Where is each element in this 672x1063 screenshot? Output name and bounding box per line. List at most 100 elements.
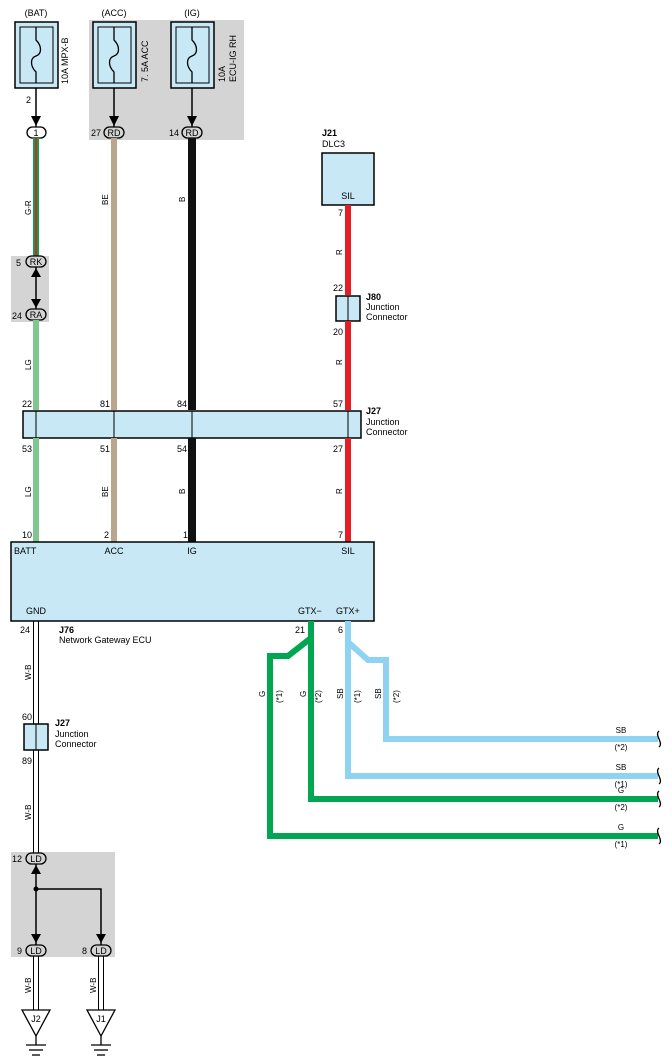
- acc-label: (ACC): [102, 8, 127, 18]
- out-2-wire: SB: [616, 763, 627, 772]
- wire-wb-lower: [33, 750, 39, 853]
- j21-pin: 7: [338, 208, 343, 218]
- wire-wb-right-label: W-B: [89, 978, 98, 993]
- ecu-pin-top-3: 1: [183, 530, 188, 540]
- wire-g-1: [267, 621, 658, 839]
- bat-fuse-pin: 2: [26, 95, 31, 105]
- j27-pin-bot-1: 53: [22, 444, 32, 454]
- wire-lg-bot: [33, 438, 39, 542]
- arrow-down-icon: [31, 299, 41, 308]
- ld-right-connector: [90, 944, 112, 957]
- wire-sb-1: [345, 621, 658, 779]
- ig-fuse-line2: ECU-IG RH: [228, 35, 238, 82]
- arrow-down-icon: [96, 934, 106, 943]
- wire-wb-left: [33, 956, 39, 1010]
- ld-left-num: 9: [17, 946, 22, 956]
- wire-be-bot: [111, 438, 117, 542]
- ig-connector-code: RD: [186, 128, 199, 138]
- ld-shade: [11, 852, 115, 957]
- wire-sb2-note: (*2): [392, 690, 401, 703]
- arrow-up-icon: [31, 268, 41, 277]
- wire-r-bot: [345, 438, 351, 542]
- j21-dlc3-box: [321, 152, 375, 206]
- ecu-name: Network Gateway ECU: [59, 635, 152, 645]
- wire-r-top: [345, 205, 351, 295]
- wire-be-bot-label: BE: [101, 486, 110, 497]
- wire-lg-bot-label: LG: [24, 486, 33, 497]
- ecu-pin-top-2: 2: [104, 530, 109, 540]
- ecu-id: J76: [59, 625, 74, 635]
- wire-g-2: [308, 621, 658, 802]
- wire-wb-left-label: W-B: [24, 978, 33, 993]
- j27s-line1: Junction: [55, 729, 89, 739]
- out-4-wire: G: [618, 823, 624, 832]
- wire-break-icon: [656, 767, 662, 785]
- j27-pin-top-4: 57: [333, 399, 343, 409]
- wire-lg-top-label: LG: [24, 359, 33, 370]
- ld-left-code: LD: [30, 946, 42, 956]
- fuse-symbol-icon: [186, 27, 198, 83]
- j27-pin-bot-3: 54: [177, 444, 187, 454]
- wire-b-top: [188, 138, 196, 410]
- j21-id: J21: [322, 128, 337, 138]
- bat-fuse-name: 10A MPX-B: [60, 37, 70, 84]
- wire-break-icon: [656, 730, 662, 748]
- ground-j2-icon: [20, 1009, 52, 1056]
- ground-j2-label: J2: [31, 1014, 41, 1024]
- ground-j1-label: J1: [96, 1014, 106, 1024]
- j80-pin-bot: 20: [333, 327, 343, 337]
- ecu-label-sil: SIL: [341, 546, 355, 556]
- rk-num: 5: [16, 258, 21, 268]
- fuse-ig: [170, 21, 215, 89]
- wire-lg-top: [33, 320, 39, 410]
- ra-code: RA: [30, 310, 43, 320]
- wire-sb1-label: SB: [336, 688, 345, 699]
- wire-sb1-note: (*1): [353, 690, 362, 703]
- wire-be-top-label: BE: [101, 194, 110, 205]
- wire-g2-note: (*2): [314, 690, 323, 703]
- out-3-note: (*2): [615, 803, 628, 812]
- network-gateway-ecu: [10, 541, 375, 622]
- wire-be-top: [111, 138, 117, 410]
- wire-wb-upper: [33, 621, 39, 724]
- acc-connector-code: RD: [108, 128, 121, 138]
- ecu-label-gnd: GND: [26, 606, 47, 616]
- j27-pin-bot-4: 27: [333, 444, 343, 454]
- wire-wb-1-label: W-B: [24, 665, 33, 680]
- wire-g1-note: (*1): [275, 690, 284, 703]
- ig-fuse-line1: 10A: [217, 66, 227, 82]
- wire-break-icon: [656, 790, 662, 808]
- j27s-line2: Connector: [55, 739, 97, 749]
- wire-b-bot: [188, 438, 196, 542]
- wire-g1-label: G: [258, 691, 267, 697]
- wire-r-top-label: R: [335, 249, 344, 255]
- ig-label: (IG): [184, 8, 200, 18]
- bat-connector-pin: 1: [33, 128, 38, 138]
- j80-pin-top: 22: [333, 283, 343, 293]
- wire-wb-right: [98, 956, 104, 1010]
- ecu-pin-bot-gtxm: 21: [295, 625, 305, 635]
- j80-id: J80: [366, 292, 381, 302]
- j27s-pin-top: 60: [22, 712, 32, 722]
- ld-top-code: LD: [30, 854, 42, 864]
- j27s-pin-bot: 89: [22, 756, 32, 766]
- fuse-acc: [92, 21, 137, 89]
- j27-pin-top-3: 84: [177, 399, 187, 409]
- j21-name: DLC3: [322, 139, 345, 149]
- ecu-label-gtx-plus: GTX+: [336, 606, 360, 616]
- out-3-wire: G: [618, 786, 624, 795]
- ground-j1-icon: [85, 1009, 117, 1056]
- wire-g2-label: G: [299, 691, 308, 697]
- wire-sb-2: [345, 621, 658, 742]
- wire-break-icon: [656, 827, 662, 845]
- ecu-pin-top-1: 10: [22, 530, 32, 540]
- ecu-label-gtx-minus: GTX−: [298, 606, 322, 616]
- ld-left-connector: [25, 944, 47, 957]
- fuse-symbol-icon: [30, 27, 42, 83]
- ecu-pin-bot-gtxp: 6: [338, 625, 343, 635]
- j21-pin-label: SIL: [341, 191, 355, 201]
- wire-gr-label: G-R: [24, 200, 33, 215]
- ecu-label-batt: BATT: [14, 546, 37, 556]
- ig-connector-num: 14: [169, 128, 179, 138]
